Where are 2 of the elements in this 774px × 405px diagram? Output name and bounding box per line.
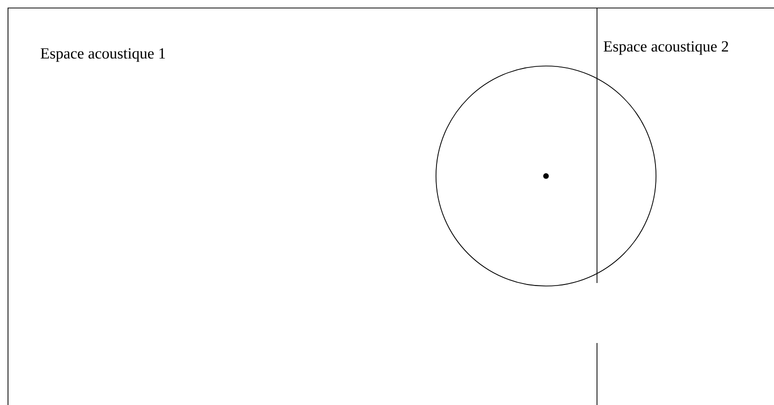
space-label: Espace acoustique 1 xyxy=(40,48,165,62)
space-label: Espace acoustique 2 xyxy=(604,41,728,55)
